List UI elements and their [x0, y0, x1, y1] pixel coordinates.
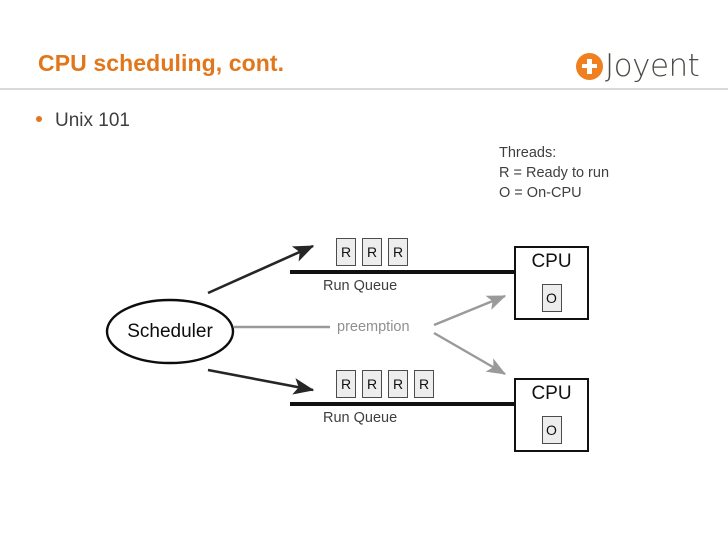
legend-ready-line: R = Ready to run	[499, 165, 610, 181]
bullet-dot-icon	[36, 116, 42, 122]
thread-box: R	[362, 370, 382, 398]
bullet-item: Unix 101	[36, 110, 130, 132]
queue-bar	[290, 402, 516, 406]
run-queue-top: R R R Run Queue	[290, 238, 516, 298]
legend: Threads: R = Ready to run O = On-CPU	[499, 143, 609, 203]
brand-name: Joyent	[605, 47, 700, 84]
thread-box: R	[414, 370, 434, 398]
queue-bar	[290, 270, 516, 274]
header-divider	[0, 88, 728, 90]
dispatch-edge-top	[207, 244, 315, 295]
cpu-box-bottom: CPU O	[514, 378, 589, 452]
cpu-box-top: CPU O	[514, 246, 589, 320]
preemption-edge-top	[433, 294, 507, 327]
oncpu-thread-box: O	[541, 284, 562, 312]
legend-oncpu-line: O = On-CPU	[499, 185, 582, 201]
scheduler-node: Scheduler	[107, 300, 233, 363]
oncpu-thread-box: O	[541, 416, 562, 444]
thread-list: R R R	[336, 238, 414, 266]
thread-box: R	[336, 238, 356, 266]
thread-box: R	[362, 238, 382, 266]
preemption-edge-bottom	[433, 331, 507, 376]
bullet-label: Unix 101	[55, 110, 130, 131]
thread-list: R R R R	[336, 370, 440, 398]
thread-box: R	[388, 238, 408, 266]
page-title: CPU scheduling, cont.	[38, 50, 285, 76]
plus-circle-icon	[576, 52, 603, 80]
cpu-title: CPU	[531, 251, 572, 272]
thread-box: R	[336, 370, 356, 398]
scheduler-ellipse	[105, 298, 235, 365]
scheduler-label: Scheduler	[127, 320, 213, 342]
dispatch-edge-bottom	[207, 368, 315, 395]
queue-label: Run Queue	[323, 278, 398, 294]
queue-label: Run Queue	[323, 410, 398, 426]
run-queue-bottom: R R R R Run Queue	[290, 370, 516, 430]
legend-heading: Threads:	[499, 145, 557, 161]
cpu-title: CPU	[531, 383, 572, 404]
joyent-logo: Joyent	[576, 47, 700, 84]
thread-box: R	[388, 370, 408, 398]
preemption-label: preemption	[337, 319, 410, 335]
